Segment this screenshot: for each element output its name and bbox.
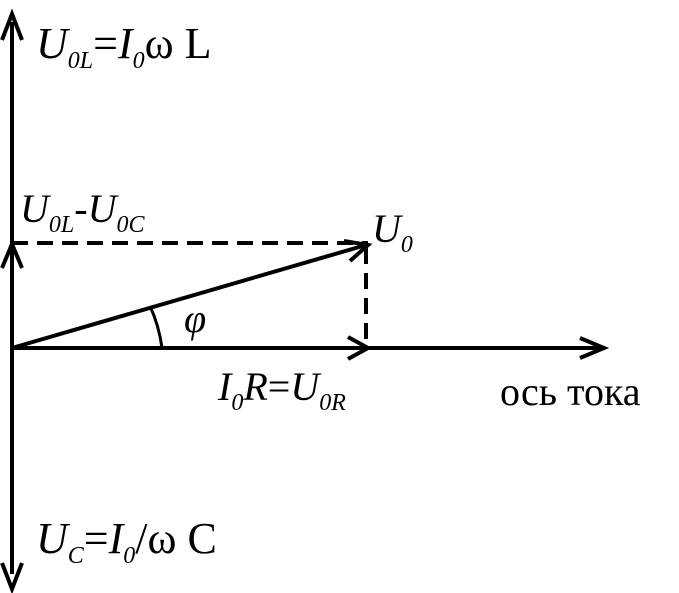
label-i: I	[217, 364, 233, 409]
label-sub: 0	[401, 232, 413, 258]
label-isub: 0	[123, 543, 135, 569]
current-axis-arrowhead	[579, 336, 610, 360]
label-r: R	[242, 364, 267, 409]
label-u: U	[36, 514, 71, 563]
label-u: U	[36, 19, 71, 68]
label-sub1: 0L	[49, 212, 74, 238]
label-sub: 0R	[319, 390, 346, 416]
label-isub: 0	[231, 390, 243, 416]
vertical-axis-bottom-arrowhead	[0, 562, 24, 593]
label-i: I	[117, 19, 135, 68]
vertical-axis-top-arrowhead	[0, 8, 24, 41]
label-i: I	[108, 514, 126, 563]
phase-angle-label: φ	[184, 296, 206, 341]
capacitive-voltage-label: UC=I0/ω C	[36, 514, 217, 569]
label-u: U	[290, 364, 322, 409]
label-rest: ω L	[145, 19, 212, 68]
resistive-voltage-arrowhead	[347, 335, 373, 361]
resultant-voltage-label: U0	[372, 206, 413, 258]
label-sub: C	[68, 543, 85, 569]
resultant-voltage-vector	[11, 243, 367, 350]
label-u1: U	[20, 186, 52, 231]
label-eq: =	[84, 514, 109, 563]
label-u2: U	[88, 186, 120, 231]
label-eq: =	[93, 19, 118, 68]
phase-angle-arc	[148, 305, 164, 349]
label-rest: /ω C	[135, 514, 217, 563]
inductive-voltage-label: U0L=I0ω L	[36, 19, 211, 74]
resistive-voltage-label: I0R=U0R	[217, 364, 346, 416]
label-u: U	[372, 206, 404, 251]
reactive-difference-label: U0L-U0C	[20, 186, 145, 238]
label-isub: 0	[133, 48, 145, 74]
resultant-voltage-arrowhead	[343, 239, 373, 263]
label-eq: =	[268, 364, 291, 409]
label-sub: 0L	[68, 48, 93, 74]
label-sub2: 0C	[116, 212, 145, 238]
label-minus: -	[74, 186, 87, 231]
current-axis-label: ось тока	[500, 369, 641, 414]
